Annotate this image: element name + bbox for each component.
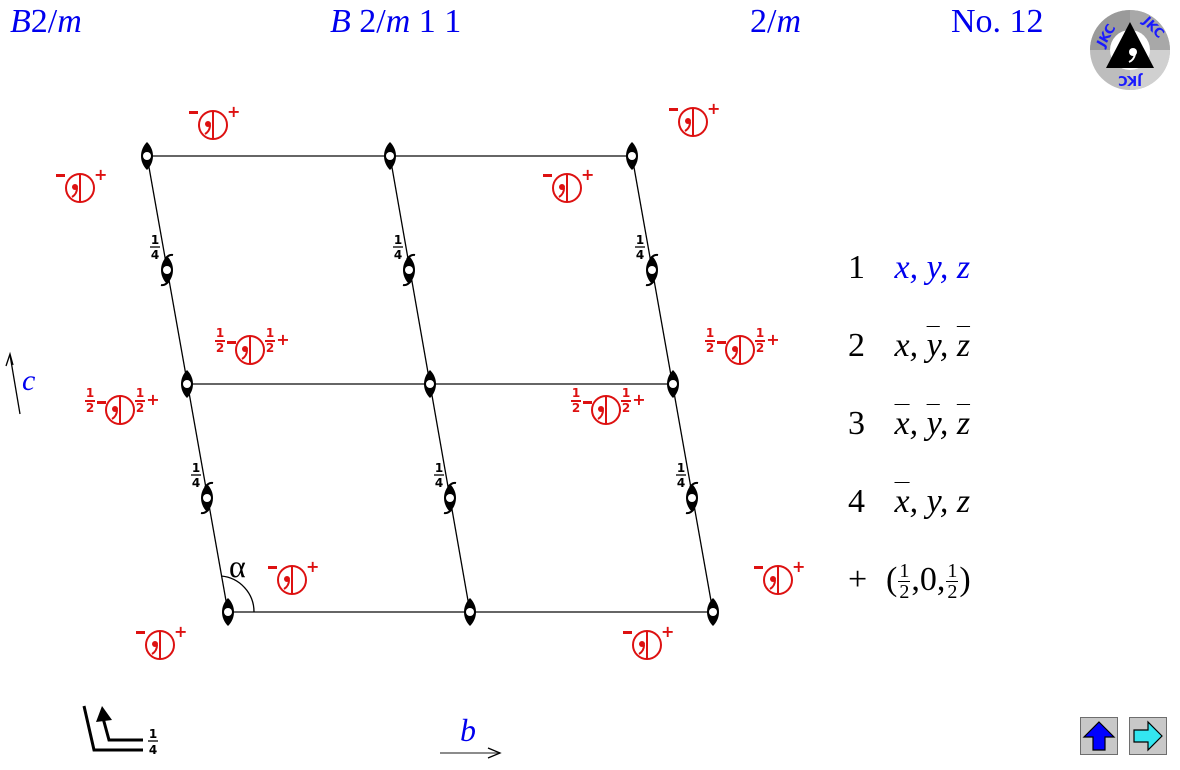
b-axis-arrow-icon <box>440 747 502 759</box>
symmetry-op-2: 2 x, y, z <box>848 326 970 366</box>
svg-text:JKC: JKC <box>1118 72 1143 87</box>
svg-text:2: 2 <box>216 341 224 355</box>
svg-text:2: 2 <box>572 401 580 415</box>
symbol-part: 2/ <box>350 3 386 40</box>
c-axis-label: c <box>22 364 36 397</box>
c-axis-arrow-icon <box>5 351 21 415</box>
op-index: 4 <box>848 483 865 520</box>
svg-text:+: + <box>792 557 805 576</box>
symmetry-op-4: 4 x, y, z <box>848 482 970 522</box>
svg-text:+: + <box>661 622 674 641</box>
svg-text:2: 2 <box>266 341 274 355</box>
op-index: 3 <box>848 405 865 442</box>
svg-text:2: 2 <box>706 341 714 355</box>
symmetry-op-3: 3 x, y, z <box>848 404 970 444</box>
right-arrow-icon <box>1133 720 1163 752</box>
svg-text:1: 1 <box>151 233 159 247</box>
svg-text:1: 1 <box>435 461 443 475</box>
short-hm-symbol: B2/m <box>10 2 82 42</box>
svg-text:+: + <box>227 102 240 121</box>
alpha-angle-arc <box>220 575 255 613</box>
svg-text:+: + <box>276 330 289 349</box>
plus-sign: + <box>848 561 868 598</box>
svg-text:4: 4 <box>192 476 200 490</box>
svg-text:1: 1 <box>394 233 402 247</box>
svg-text:1: 1 <box>149 727 157 741</box>
mirror-letter: m <box>385 3 411 40</box>
lattice-letter: B <box>330 3 351 40</box>
mirror-letter: m <box>776 3 802 40</box>
svg-text:+: + <box>174 622 187 641</box>
svg-text:4: 4 <box>394 248 402 262</box>
next-button[interactable] <box>1129 717 1167 755</box>
op-coords: x, y, z <box>894 405 971 442</box>
svg-text:2: 2 <box>756 341 764 355</box>
svg-text:+: + <box>306 557 319 576</box>
quarter-height-labels: 14 14 14 14 14 14 <box>150 233 686 490</box>
svg-text:1: 1 <box>192 461 200 475</box>
b-axis-label: b <box>460 712 476 748</box>
symmetry-op-1: 1 x, y, z <box>848 248 970 288</box>
svg-text:+: + <box>94 165 107 184</box>
full-hm-symbol: B 2/m 1 1 <box>330 2 461 42</box>
up-button[interactable] <box>1080 717 1118 755</box>
svg-text:+: + <box>581 165 594 184</box>
svg-text:4: 4 <box>435 476 443 490</box>
jkc-logo-icon[interactable]: JKC JKC JKC <box>1088 8 1172 92</box>
symbol-part: 1 1 <box>410 3 462 40</box>
svg-text:1: 1 <box>756 326 764 340</box>
mirror-letter: m <box>57 3 82 40</box>
svg-text:+: + <box>707 99 720 118</box>
svg-text:2: 2 <box>86 401 94 415</box>
svg-text:1: 1 <box>86 386 94 400</box>
point-group: 2/m <box>750 2 801 42</box>
svg-text:4: 4 <box>149 743 157 757</box>
svg-text:1: 1 <box>266 326 274 340</box>
svg-text:4: 4 <box>636 248 644 262</box>
height-legend-icon: 14 <box>82 705 158 757</box>
lattice-letter: B <box>10 3 31 40</box>
svg-text:+: + <box>632 390 645 409</box>
up-arrow-icon <box>1082 721 1116 751</box>
svg-text:1: 1 <box>636 233 644 247</box>
svg-text:4: 4 <box>151 248 159 262</box>
op-coords: x, y, z <box>894 483 971 520</box>
op-coords: x, y, z <box>894 249 971 286</box>
svg-text:2: 2 <box>136 401 144 415</box>
svg-text:1: 1 <box>622 386 630 400</box>
svg-text:+: + <box>146 390 159 409</box>
op-coords: x, y, z <box>894 327 971 364</box>
svg-text:1: 1 <box>677 461 685 475</box>
symbol-part: 2/ <box>750 3 777 40</box>
alpha-angle-label: α <box>229 548 246 584</box>
svg-text:4: 4 <box>677 476 685 490</box>
svg-text:2: 2 <box>622 401 630 415</box>
svg-text:+: + <box>766 330 779 349</box>
svg-text:1: 1 <box>136 386 144 400</box>
general-positions: + + + + + + + + <box>56 99 805 660</box>
op-index: 1 <box>848 249 865 286</box>
op-index: 2 <box>848 327 865 364</box>
general-positions-half: 12 12+ 12 12+ 12 12+ 12 12+ <box>85 326 780 425</box>
space-group-number: No. 12 <box>951 3 1044 40</box>
svg-text:1: 1 <box>706 326 714 340</box>
svg-text:1: 1 <box>572 386 580 400</box>
symbol-part: 2/ <box>30 3 58 40</box>
svg-text:1: 1 <box>216 326 224 340</box>
